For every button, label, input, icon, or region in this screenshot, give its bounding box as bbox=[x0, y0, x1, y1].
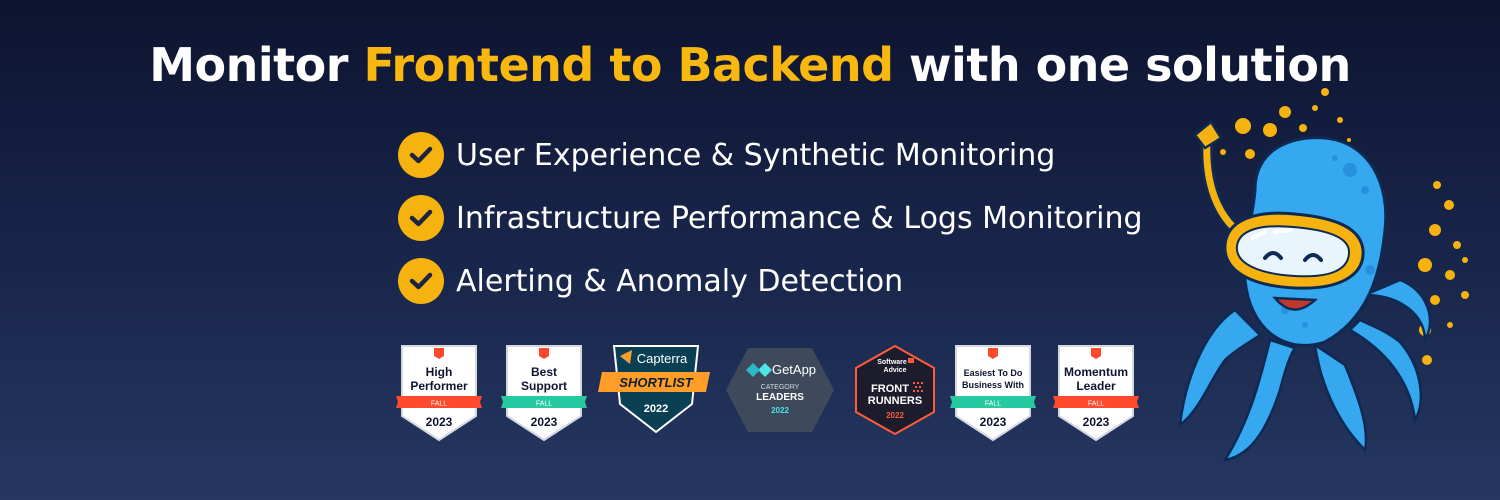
feature-text: Alerting & Anomaly Detection bbox=[456, 263, 904, 299]
badge-line2: Leader bbox=[1076, 379, 1116, 393]
g2-high-performer-badge: High Performer FALL 2023 bbox=[396, 344, 482, 442]
badge-line1: CATEGORY bbox=[761, 384, 800, 391]
badge-season: FALL bbox=[985, 401, 1001, 408]
badge-year: 2023 bbox=[980, 415, 1007, 429]
badge-line1: Easiest To Do bbox=[964, 368, 1023, 378]
badge-line1: Momentum bbox=[1064, 365, 1128, 379]
badge-line2: RUNNERS bbox=[868, 395, 922, 407]
g2-logo-icon bbox=[988, 348, 998, 359]
badge-line2: Business With bbox=[962, 380, 1024, 390]
feature-text: User Experience & Synthetic Monitoring bbox=[456, 137, 1056, 173]
headline-highlight: Frontend to Backend bbox=[363, 38, 894, 92]
badge-year: 2022 bbox=[644, 403, 668, 415]
feature-item: Infrastructure Performance & Logs Monito… bbox=[398, 195, 1143, 241]
capterra-label: SHORTLIST bbox=[619, 375, 693, 390]
feature-item: Alerting & Anomaly Detection bbox=[398, 258, 1143, 304]
page-headline: Monitor Frontend to Backend with one sol… bbox=[0, 38, 1500, 92]
check-icon bbox=[398, 195, 444, 241]
badge-season: FALL bbox=[536, 401, 552, 408]
check-icon bbox=[398, 258, 444, 304]
g2-logo-icon bbox=[539, 348, 549, 359]
feature-list: User Experience & Synthetic Monitoring I… bbox=[398, 132, 1143, 321]
badge-season: FALL bbox=[431, 401, 447, 408]
capterra-shortlist-badge: Capterra SHORTLIST 2022 bbox=[598, 344, 712, 434]
g2-momentum-leader-badge: Momentum Leader FALL 2023 bbox=[1053, 344, 1139, 442]
getapp-brand: GetApp bbox=[772, 362, 816, 377]
getapp-leaders-badge: GetApp CATEGORY LEADERS 2022 bbox=[724, 344, 836, 436]
check-icon bbox=[398, 132, 444, 178]
octopus-mascot bbox=[1165, 80, 1495, 480]
badge-year: 2022 bbox=[771, 406, 789, 415]
capterra-brand: Capterra bbox=[637, 351, 688, 366]
badge-line2: LEADERS bbox=[756, 392, 804, 403]
g2-easiest-business-badge: Easiest To Do Business With FALL 2023 bbox=[950, 344, 1036, 442]
badge-line1: High bbox=[426, 365, 453, 379]
badge-year: 2023 bbox=[531, 415, 558, 429]
bubbles-icon bbox=[1202, 88, 1469, 365]
getapp-logo-icon bbox=[758, 363, 772, 377]
badge-line2: Performer bbox=[410, 379, 468, 393]
g2-best-support-badge: Best Support FALL 2023 bbox=[501, 344, 587, 442]
g2-logo-icon bbox=[1091, 348, 1101, 359]
sa-brand1: Software bbox=[877, 359, 907, 366]
badge-year: 2023 bbox=[1083, 415, 1110, 429]
feature-text: Infrastructure Performance & Logs Monito… bbox=[456, 200, 1143, 236]
feature-item: User Experience & Synthetic Monitoring bbox=[398, 132, 1143, 178]
badge-year: 2022 bbox=[886, 411, 904, 420]
speech-bubble-icon bbox=[908, 358, 914, 363]
headline-prefix: Monitor bbox=[149, 38, 364, 92]
capterra-logo-icon bbox=[620, 350, 632, 364]
g2-logo-icon bbox=[434, 348, 444, 359]
headline-suffix: with one solution bbox=[893, 38, 1351, 92]
award-badges: High Performer FALL 2023 Best Support FA… bbox=[0, 344, 1500, 444]
software-advice-frontrunners-badge: Software Advice FRONT RUNNERS 2022 bbox=[852, 344, 938, 436]
badge-line2: Support bbox=[521, 379, 567, 393]
badge-line1: FRONT bbox=[871, 383, 909, 395]
badge-year: 2023 bbox=[426, 415, 453, 429]
badge-line1: Best bbox=[531, 365, 557, 379]
badge-season: FALL bbox=[1088, 401, 1104, 408]
sa-brand2: Advice bbox=[884, 367, 907, 374]
